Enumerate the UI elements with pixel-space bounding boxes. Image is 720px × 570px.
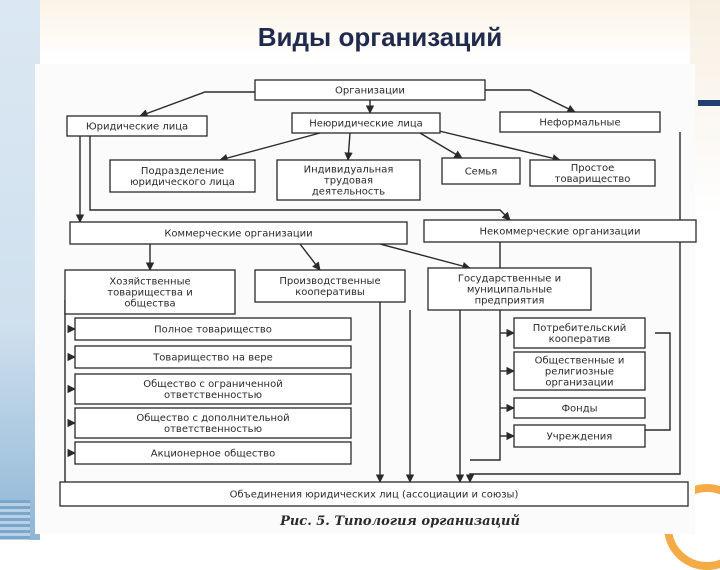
node-label: кооператив (549, 334, 611, 345)
node-label: Общественные и (535, 356, 625, 367)
node-associations: Объединения юридических лиц (ассоциации … (59, 481, 689, 507)
node-institutions: Учреждения (513, 424, 646, 448)
node-label: Потребительский (533, 323, 626, 334)
slide-right-band (690, 0, 720, 540)
node-label: муниципальные (467, 285, 552, 296)
node-alc: Общество с дополнительнойответственность… (74, 407, 352, 439)
node-label: Индивидуальная (304, 165, 394, 176)
node-label: трудовая (324, 176, 373, 187)
node-label: Семья (465, 167, 498, 178)
connector (219, 132, 321, 163)
node-state-municipal: Государственные имуниципальныепредприяти… (427, 267, 592, 311)
decorative-stripes (0, 500, 30, 540)
node-label: Подразделение (141, 166, 224, 177)
node-label: Простое (571, 163, 615, 174)
node-label: товарищество (555, 174, 631, 185)
slide-title: Виды организаций (257, 22, 503, 52)
decorative-bar (698, 100, 720, 106)
node-non-legal: Неюридические лица (291, 112, 441, 134)
node-label: Коммерческие организации (164, 229, 312, 240)
node-label: Производственные (279, 276, 380, 287)
connector (379, 243, 471, 271)
node-label: Акционерное общество (151, 449, 276, 460)
connector (139, 91, 255, 118)
node-limited-partnership: Товарищество на вере (74, 345, 352, 369)
node-family: Семья (441, 157, 521, 185)
connector (299, 243, 321, 271)
node-label: Хозяйственные (109, 277, 190, 288)
node-label: предприятия (475, 296, 545, 307)
node-label: Товарищество на вере (152, 353, 273, 364)
node-label: Неформальные (539, 118, 620, 129)
connector (419, 132, 463, 159)
node-label: ответственностью (164, 424, 262, 435)
node-joint-stock: Акционерное общество (74, 441, 352, 465)
node-informal: Неформальные (499, 111, 661, 133)
connector (344, 132, 353, 161)
node-label: Фонды (561, 404, 597, 415)
node-label: Полное товарищество (154, 325, 272, 336)
node-label: юридического лица (130, 177, 235, 188)
connector (60, 300, 66, 495)
connector (645, 332, 671, 431)
node-label: Неюридические лица (309, 119, 423, 130)
node-commercial: Коммерческие организации (69, 221, 408, 245)
node-legal-entities: Юридические лица (66, 115, 208, 137)
node-label: деятельность (312, 187, 385, 198)
connector (465, 132, 681, 483)
connector (485, 89, 576, 113)
node-label: Государственные и (458, 274, 561, 285)
node-label: Учреждения (547, 432, 613, 443)
node-label: организации (545, 378, 613, 389)
connector (434, 129, 561, 163)
connector (89, 136, 511, 221)
node-organizations: Организации (254, 79, 486, 101)
slide-top-gradient (0, 0, 720, 60)
node-label: Некоммерческие организации (480, 227, 641, 238)
diagram-caption: Рис. 5. Типология организаций (279, 514, 520, 529)
node-label: Организации (335, 86, 405, 97)
node-funds: Фонды (513, 397, 646, 419)
node-label: Юридические лица (86, 122, 188, 133)
node-label: общества (124, 299, 175, 310)
node-label: товарищества и (107, 288, 192, 299)
node-label: ответственностью (164, 390, 262, 401)
node-label: кооперативы (295, 287, 365, 298)
slide-left-band (0, 0, 40, 540)
node-label: Общество с дополнительной (136, 413, 289, 424)
node-full-partnership: Полное товарищество (74, 317, 352, 341)
node-label: религиозные (545, 367, 614, 378)
connector (470, 242, 501, 461)
node-noncommercial: Некоммерческие организации (423, 219, 697, 243)
node-label: Объединения юридических лиц (ассоциации … (230, 490, 519, 501)
node-label: Общество с ограниченной (143, 379, 282, 390)
